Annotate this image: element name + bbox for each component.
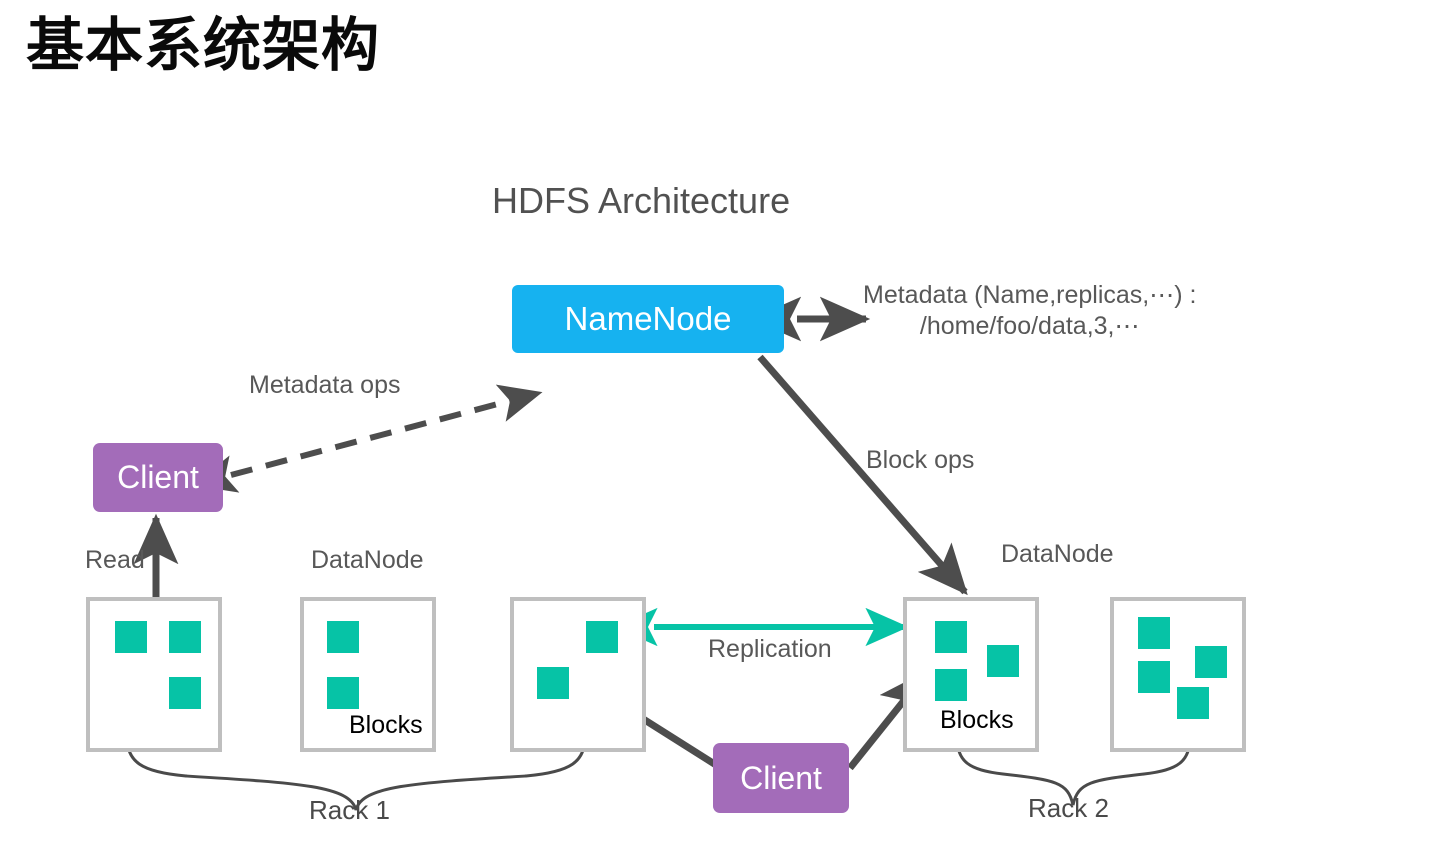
blocks-label-left: Blocks [349, 711, 423, 739]
block-square [327, 621, 359, 653]
rack1-label: Rack 1 [309, 795, 390, 825]
diagram-title: HDFS Architecture [492, 180, 791, 221]
block-square [586, 621, 618, 653]
client-left-label: Client [117, 459, 199, 495]
blocks-label-right: Blocks [940, 706, 1014, 734]
block-square [169, 621, 201, 653]
datanode-box-1[interactable] [86, 597, 222, 752]
block-square [1177, 687, 1209, 719]
block-square [169, 677, 201, 709]
client-box-left[interactable]: Client [93, 443, 223, 512]
client-bottom-label: Client [740, 759, 822, 796]
page-title: 基本系统架构 [26, 13, 381, 78]
block-square [1138, 661, 1170, 693]
metadata-line-1: Metadata (Name,replicas,⋯) : [863, 281, 1197, 309]
metadata-line-2: /home/foo/data,3,⋯ [919, 312, 1140, 341]
label-replication: Replication [708, 635, 832, 663]
namenode-box[interactable]: NameNode [512, 285, 784, 353]
block-square [1195, 646, 1227, 678]
datanode-box-5[interactable] [1110, 597, 1246, 752]
block-square [935, 621, 967, 653]
datanode-box-2[interactable]: Blocks [300, 597, 436, 752]
block-square [935, 669, 967, 701]
block-square [1138, 617, 1170, 649]
metadata-text: Metadata (Name,replicas,⋯) : /home/foo/d… [863, 280, 1196, 343]
block-square [327, 677, 359, 709]
label-metadata-ops: Metadata ops [249, 371, 401, 399]
client-box-bottom[interactable]: Client [713, 743, 849, 813]
label-read: Read [85, 546, 145, 574]
label-datanode-right: DataNode [1001, 540, 1114, 568]
label-datanode-left: DataNode [311, 546, 424, 574]
datanode-box-3[interactable] [510, 597, 646, 752]
hdfs-architecture-diagram: HDFS Architecture [0, 150, 1438, 868]
rack2-label: Rack 2 [1028, 793, 1109, 823]
block-square [537, 667, 569, 699]
label-block-ops: Block ops [866, 446, 975, 474]
namenode-label: NameNode [564, 300, 732, 337]
edge-metadata-ops [192, 384, 543, 493]
datanode-box-4[interactable]: Blocks [903, 597, 1039, 752]
block-square [987, 645, 1019, 677]
block-square [115, 621, 147, 653]
